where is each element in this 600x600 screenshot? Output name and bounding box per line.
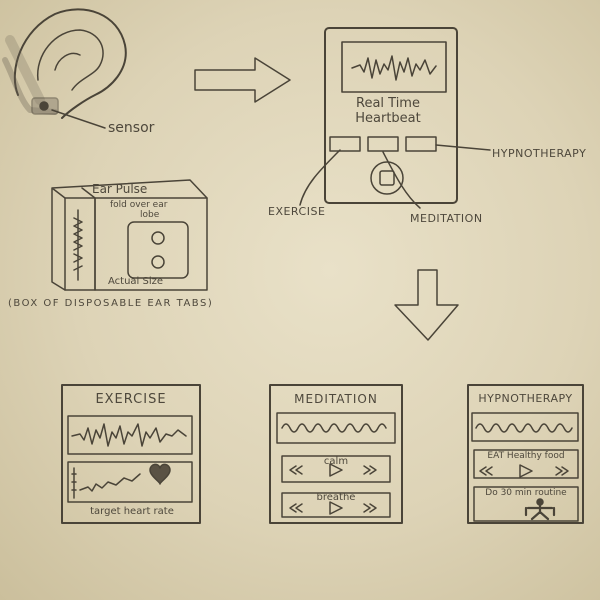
meditation-calm-controls [289,463,377,477]
sensor-dot [39,101,49,111]
hypnotherapy-screen-title: HYPNOTHERAPY [478,392,573,405]
exercise-screen-footer: target heart rate [90,506,174,517]
ear-illustration [2,8,127,119]
hypnotherapy-screen-frame [467,384,584,524]
exercise-screen-title: EXERCISE [95,392,167,407]
main-phone-frame [324,27,458,204]
box-caption: (BOX OF DISPOSABLE EAR TABS) [8,298,214,309]
hypnotherapy-callout-label: HYPNOTHERAPY [492,147,587,160]
hypnotherapy-callout-line [435,144,491,151]
box-brand-label: Ear Pulse [92,182,148,196]
arrow-right-icon [194,57,291,103]
exercise-screen-frame [61,384,201,524]
hypnotherapy-track-routine: Do 30 min routine [485,488,567,498]
phone-title-line1: Real Time [356,96,420,111]
exercise-tab [329,136,361,152]
ear-pulse-box [51,179,208,291]
meditation-track-calm: calm [323,456,349,467]
exercise-callout-label: EXERCISE [268,205,326,218]
hypnotherapy-food-controls [479,464,569,478]
home-button [370,161,404,195]
meditation-screen-frame [269,384,403,524]
meditation-callout-line [382,151,421,209]
sensor-leader-line [51,109,106,129]
box-instruction-line1: fold over ear [110,200,168,210]
meditation-breathe-controls [289,501,377,515]
arrow-down-icon [394,269,459,341]
exercise-figure-icon [524,498,556,521]
box-instruction-line2: lobe [140,210,160,220]
meditation-track-breathe: breathe [316,492,356,503]
heart-icon [149,463,171,485]
meditation-screen-title: MEDITATION [294,392,378,406]
sensor-label: sensor [108,120,155,136]
hypnotherapy-tab [405,136,437,152]
meditation-tab [367,136,399,152]
hypnotherapy-track-food: EAT Healthy food [487,451,565,461]
exercise-callout-line [299,149,341,206]
meditation-callout-label: MEDITATION [410,212,483,225]
box-size-note: Actual Size [108,276,164,287]
phone-title-line2: Heartbeat [355,111,421,126]
